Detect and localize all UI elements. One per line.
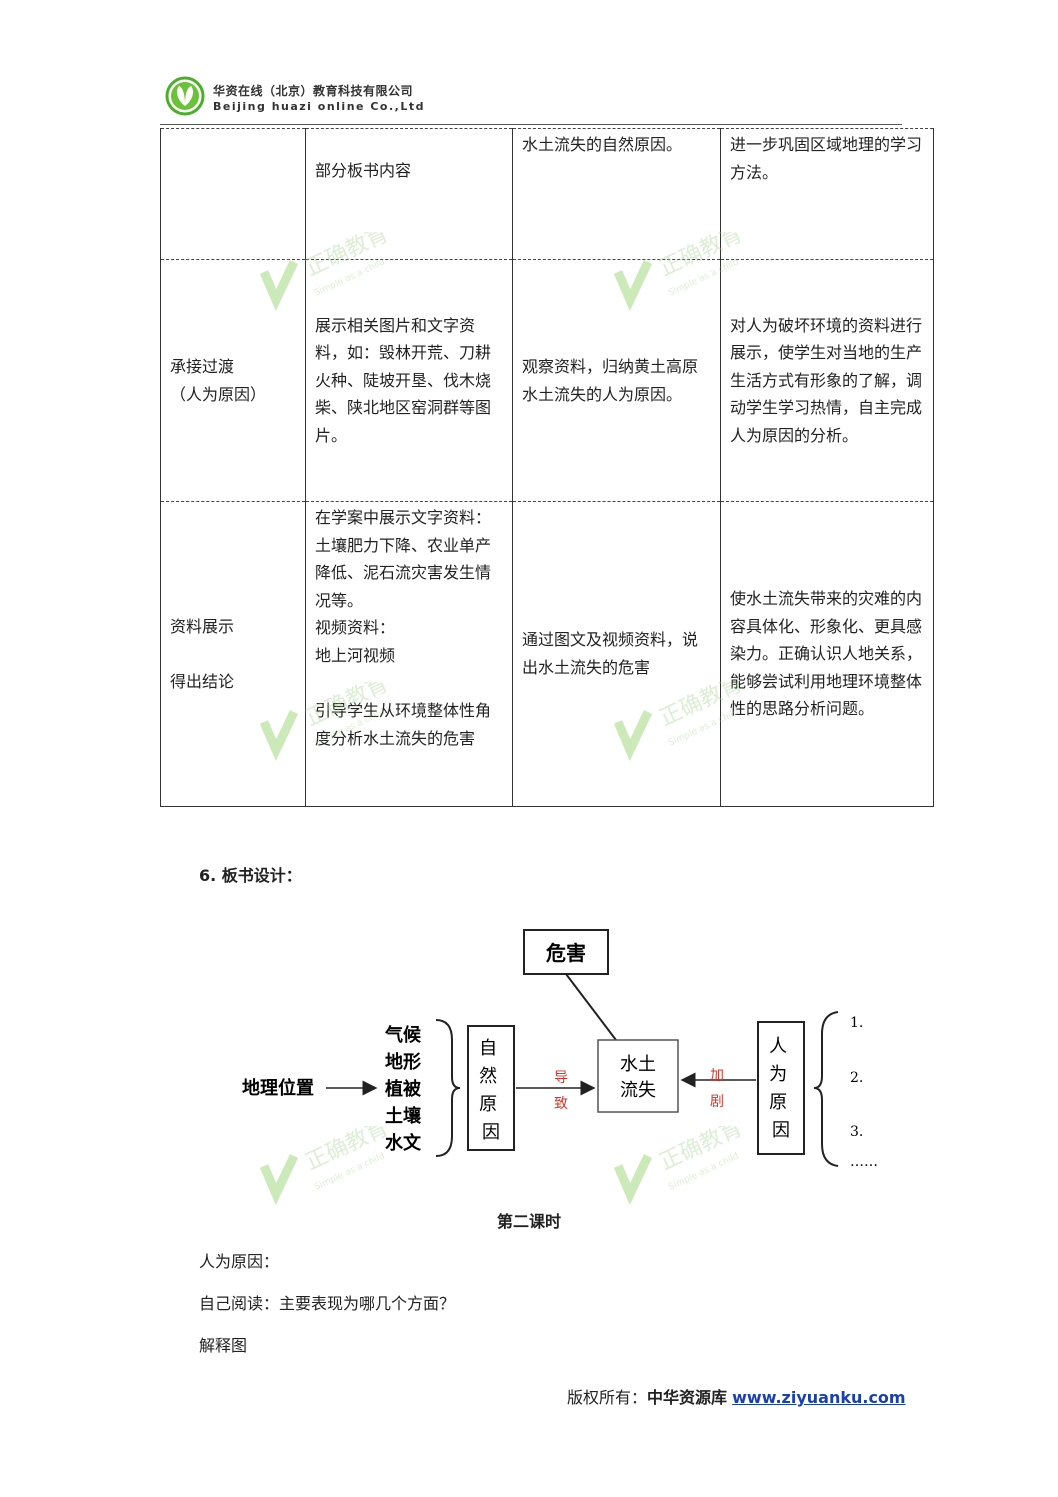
lead-to-char: 导 [554,1070,568,1086]
factor-label: 植被 [385,1078,422,1100]
cell-student: 水土流失的自然原因。 [512,128,721,260]
hazard-link [565,973,617,1041]
aggravate-char: 剧 [710,1094,724,1110]
human-char: 为 [769,1064,787,1085]
cell-teacher: 展示相关图片和文字资料，如：毁林开荒、刀耕火种、陡坡开垦、伐木烧柴、陕北地区窑洞… [305,259,513,502]
factor-label: 土壤 [385,1105,422,1127]
factor-label: 水文 [385,1132,422,1154]
cell-intent: 使水土流失带来的灾难的内容具体化、形象化、更具感染力。正确认识人地关系，能够尝试… [720,501,934,807]
footer-site-name: 中华资源库 [647,1388,728,1407]
factor-label: 气候 [384,1024,422,1046]
human-cause-label: 人 为 原 因 [769,1036,793,1141]
item-label: …… [850,1154,878,1170]
aggravate-char: 加 [710,1068,724,1084]
natural-cause-box [467,1025,515,1151]
header-divider [160,124,902,125]
soil-erosion-label: 水土 [620,1054,656,1075]
soil-erosion-label: 流失 [620,1080,656,1101]
location-label: 地理位置 [242,1077,314,1099]
cell-stage: 资料展示 得出结论 [160,501,306,807]
cell-stage: 承接过渡 （人为原因） [160,259,306,502]
table-row: 资料展示 得出结论 在学案中展示文字资料： 土壤肥力下降、农业单产降低、泥石流灾… [160,501,934,807]
human-char: 人 [769,1036,787,1057]
item-label: 1. [850,1015,863,1031]
cell-intent: 进一步巩固区域地理的学习方法。 [720,128,934,260]
hazard-box [523,929,609,975]
factor-brace [435,1019,461,1157]
diagram-caption: 第二课时 [496,1212,561,1231]
cell-teacher: 部分板书内容 [305,128,513,260]
factor-label: 地形 [385,1051,421,1073]
company-name-en: Beijing huazi online Co.,Ltd [213,100,425,113]
item-label: 2. [850,1070,863,1086]
human-char: 因 [772,1120,790,1141]
lesson-table: 部分板书内容 水土流失的自然原因。 进一步巩固区域地理的学习方法。 承接过渡 （… [160,128,934,807]
cell-stage [160,128,306,260]
natural-char: 原 [479,1094,497,1115]
natural-char: 因 [482,1122,500,1143]
company-name-cn: 华资在线（北京）教育科技有限公司 [213,84,414,98]
natural-cause-label: 自 然 原 因 [479,1038,503,1143]
footer: 版权所有：中华资源库 www.ziyuanku.com [567,1384,906,1408]
cell-teacher: 在学案中展示文字资料： 土壤肥力下降、农业单产降低、泥石流灾害发生情况等。 视频… [305,501,513,807]
item-label: 3. [850,1124,863,1140]
paragraph: 解释图 [199,1336,248,1355]
natural-char: 然 [479,1066,497,1087]
company-logo [165,76,205,116]
cell-student: 通过图文及视频资料，说出水土流失的危害 [512,501,721,807]
cell-intent: 对人为破坏环境的资料进行展示，使学生对当地的生产生活方式有形象的了解，调动学生学… [720,259,934,502]
items-brace [813,1011,839,1167]
section-title: 6. 板书设计： [199,866,302,885]
human-cause-box [757,1021,805,1155]
paragraph: 自己阅读：主要表现为哪几个方面？ [199,1294,456,1313]
footer-label: 版权所有： [567,1388,648,1407]
footer-url-link[interactable]: www.ziyuanku.com [732,1388,906,1407]
hazard-label: 危害 [546,941,586,965]
table-row: 承接过渡 （人为原因） 展示相关图片和文字资料，如：毁林开荒、刀耕火种、陡坡开垦… [160,259,934,502]
soil-erosion-box [597,1039,679,1113]
table-row: 部分板书内容 水土流失的自然原因。 进一步巩固区域地理的学习方法。 [160,128,934,260]
paragraph: 人为原因： [199,1252,280,1271]
cell-student: 观察资料，归纳黄土高原水土流失的人为原因。 [512,259,721,502]
blackboard-diagram: 危害 地理位置 气候 地形 植被 土壤 水文 自 然 原 因 导 致 水土 流失… [242,929,878,1170]
lead-to-char: 致 [554,1096,568,1112]
human-char: 原 [769,1092,787,1113]
natural-char: 自 [479,1038,497,1059]
